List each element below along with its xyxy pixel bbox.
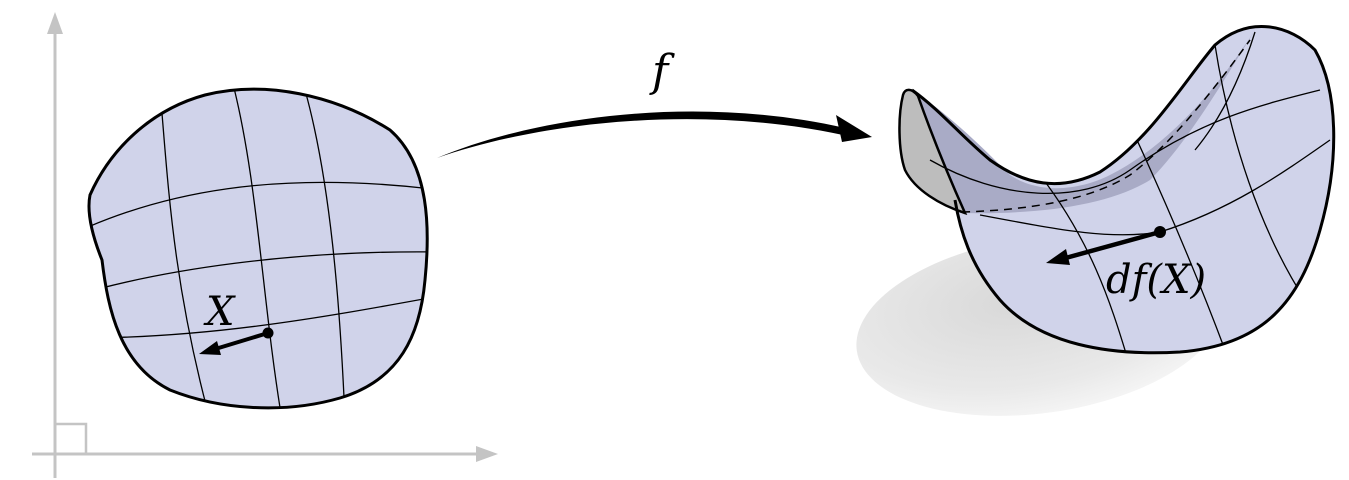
domain-outline (87, 87, 429, 410)
domain-region: X (87, 87, 429, 410)
saddle-surface: df(X) (856, 25, 1336, 416)
y-axis-arrowhead (47, 12, 63, 34)
right-angle-marker (55, 422, 88, 454)
vector-dfx-arrow (1046, 226, 1166, 265)
vector-x-arrow (199, 327, 274, 355)
domain-fill (88, 89, 428, 408)
map-arrow-curve (437, 111, 845, 158)
surface-hidden-edge (961, 39, 1251, 213)
vector-x-label: X (203, 289, 236, 335)
map-arrowhead (836, 115, 872, 142)
map-arrow: f (437, 46, 872, 158)
surface-outline (911, 25, 1336, 355)
base-point (262, 327, 274, 339)
image-point (1154, 226, 1166, 238)
surface-back-fold (912, 30, 1255, 214)
map-label: f (649, 46, 675, 97)
coordinate-axes (32, 12, 498, 478)
x-axis-arrowhead (476, 446, 498, 462)
vector-dfx-label: df(X) (1106, 257, 1206, 303)
